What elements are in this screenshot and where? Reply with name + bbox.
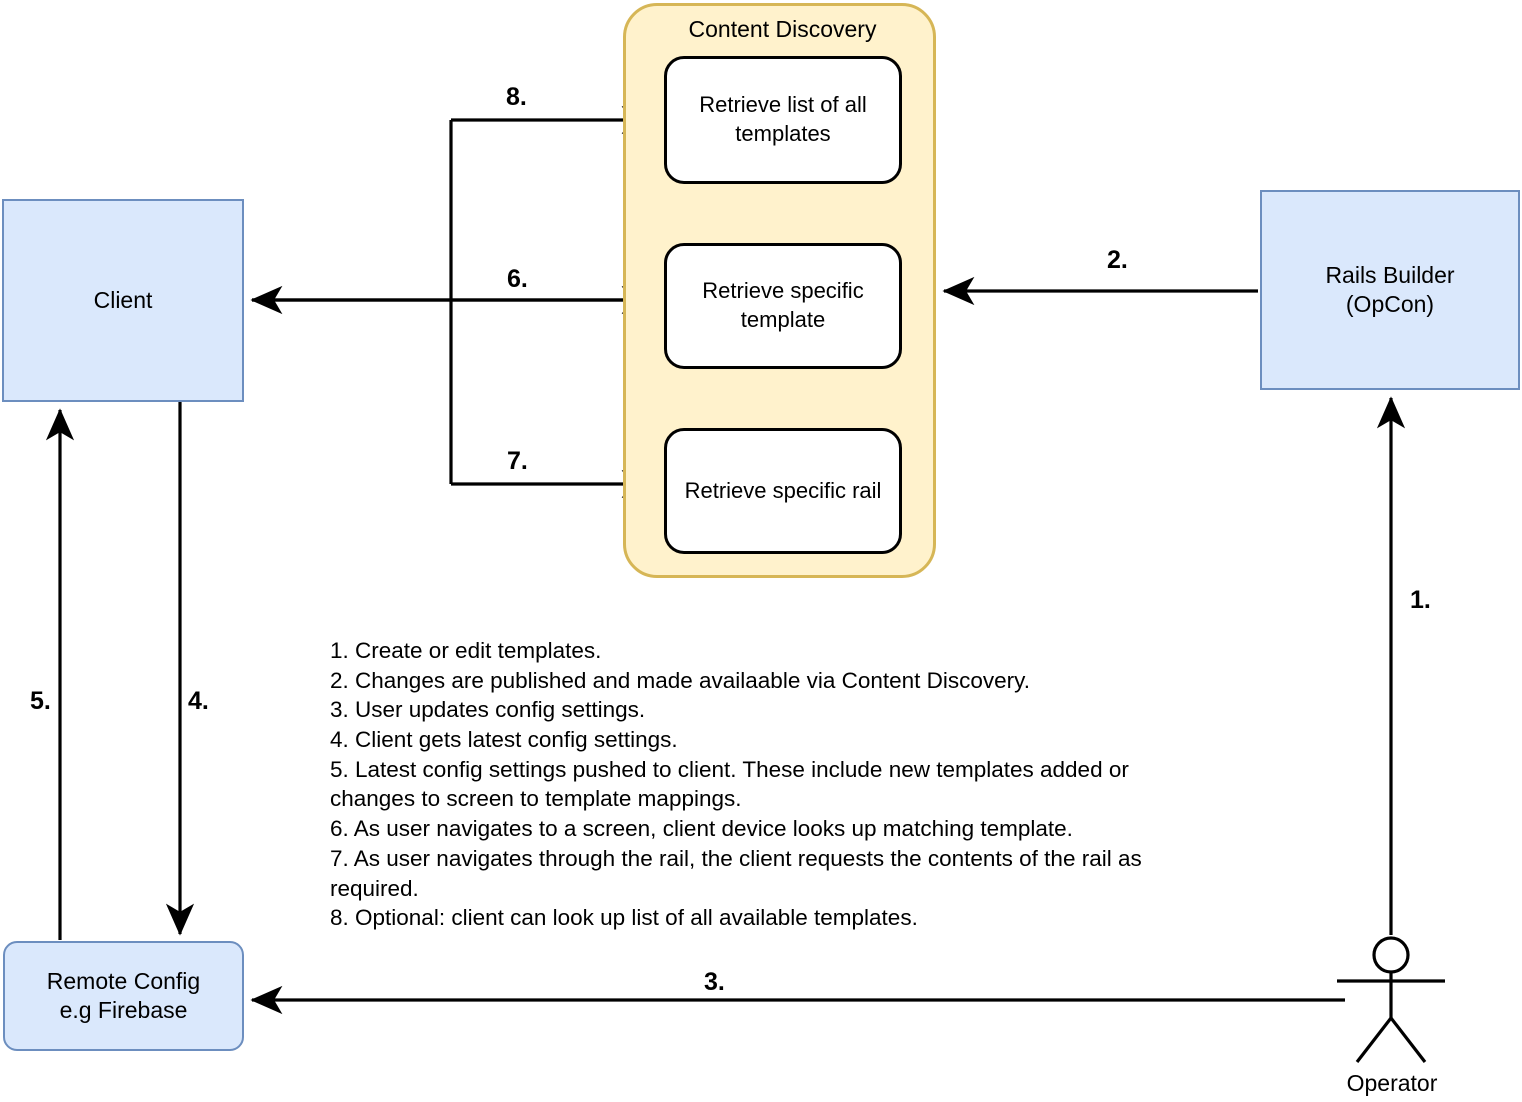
operator-stick-figure xyxy=(1337,936,1445,1063)
cd-item-label: Retrieve specific template xyxy=(702,278,864,332)
edge-label-5: 5. xyxy=(30,687,51,715)
edge-label-4: 4. xyxy=(188,687,209,715)
cd-item-label: Retrieve list of all templates xyxy=(699,92,867,146)
edge-label-7: 7. xyxy=(507,447,528,475)
group-content-discovery-title: Content Discovery xyxy=(688,16,877,42)
edge-label-2: 2. xyxy=(1107,246,1128,274)
edge-label-8: 8. xyxy=(506,83,527,111)
edge-label-6: 6. xyxy=(507,265,528,293)
node-operator-label: Operator xyxy=(1346,1070,1438,1096)
node-remote-config[interactable]: Remote Config e.g Firebase xyxy=(3,941,244,1051)
cd-item-retrieve-specific-rail[interactable]: Retrieve specific rail xyxy=(664,428,902,554)
node-rails-builder-label: Rails Builder (OpCon) xyxy=(1325,262,1455,317)
node-rails-builder[interactable]: Rails Builder (OpCon) xyxy=(1260,190,1520,390)
cd-item-retrieve-list-of-all-templates[interactable]: Retrieve list of all templates xyxy=(664,56,902,184)
cd-item-retrieve-specific-template[interactable]: Retrieve specific template xyxy=(664,243,902,369)
node-client[interactable]: Client xyxy=(2,199,244,402)
node-remote-config-label: Remote Config e.g Firebase xyxy=(46,968,201,1023)
node-client-label: Client xyxy=(93,287,153,314)
cd-item-label: Retrieve specific rail xyxy=(684,477,882,503)
edge-label-3: 3. xyxy=(704,968,725,996)
steps-legend: 1. Create or edit templates. 2. Changes … xyxy=(330,638,1142,931)
edge-label-1: 1. xyxy=(1410,586,1431,614)
group-content-discovery: Content Discovery Retrieve list of all t… xyxy=(623,3,936,578)
